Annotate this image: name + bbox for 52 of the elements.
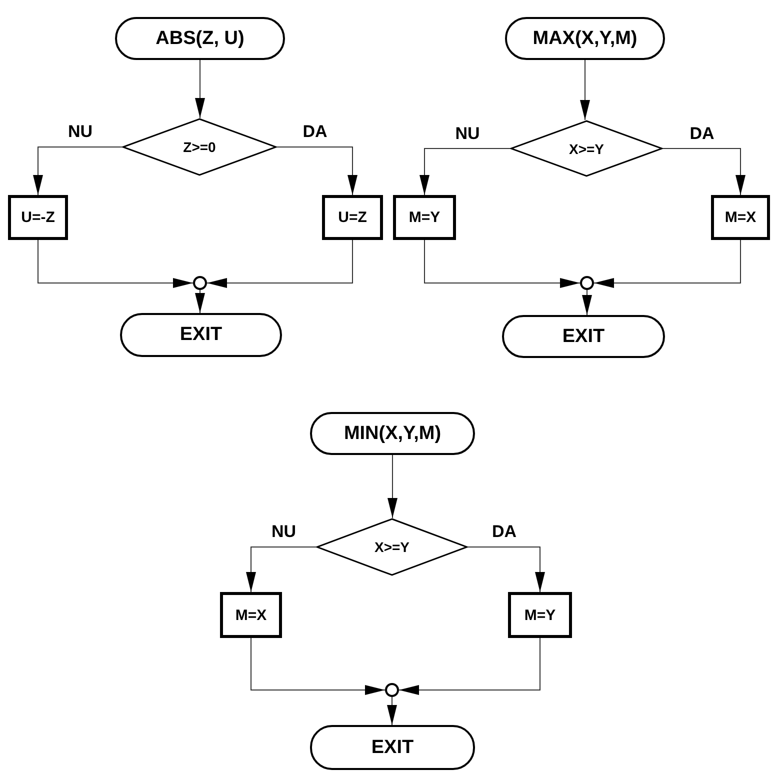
process-box [8,195,68,240]
arrow [206,240,353,288]
terminal-text: ABS(Z, U) [156,28,244,50]
arrow [195,60,205,118]
process-text: M=Y [408,209,440,226]
arrow [250,638,386,695]
terminal-text: EXIT [371,736,414,758]
arrow [398,638,540,695]
condition-text: Z>=0 [183,139,216,155]
decision-diamond [122,118,277,176]
process-box [508,592,572,638]
terminal-box [310,725,475,770]
terminal-box [505,17,665,60]
arrow [388,454,398,518]
condition-text: X>=Y [568,140,604,156]
arrow [582,290,592,316]
terminal-box [502,315,665,358]
terminal-text: MIN(X,Y,M) [344,422,442,444]
junction-circle [580,276,594,290]
terminal-box [120,313,282,357]
arrow [424,240,580,288]
process-box [322,195,383,240]
junction-circle [385,683,399,697]
arrow [420,148,510,196]
arrow [594,240,741,288]
decision-diamond [510,120,663,177]
terminal-box [115,17,285,60]
process-box [393,195,456,240]
arrow [468,546,545,592]
arrow [662,148,746,196]
process-text: M=Y [524,606,556,624]
arrow [33,146,122,196]
terminal-box [310,412,475,455]
edge-label: NU [453,124,482,142]
process-box [220,592,282,638]
process-text: U=-Z [21,209,55,226]
process-text: M=X [724,209,756,226]
condition-text: X>=Y [374,539,410,555]
arrow [246,546,316,592]
terminal-text: EXIT [180,324,222,346]
process-text: M=X [235,606,267,624]
process-text: U=Z [338,209,367,226]
terminal-text: MAX(X,Y,M) [532,28,638,50]
arrow [580,60,590,120]
decision-diamond [316,518,468,576]
junction-circle [193,276,207,290]
arrow [387,696,397,726]
arrow [38,240,194,288]
arrow [195,290,205,314]
arrow [276,146,358,196]
process-box [711,195,770,240]
terminal-text: EXIT [562,326,605,348]
